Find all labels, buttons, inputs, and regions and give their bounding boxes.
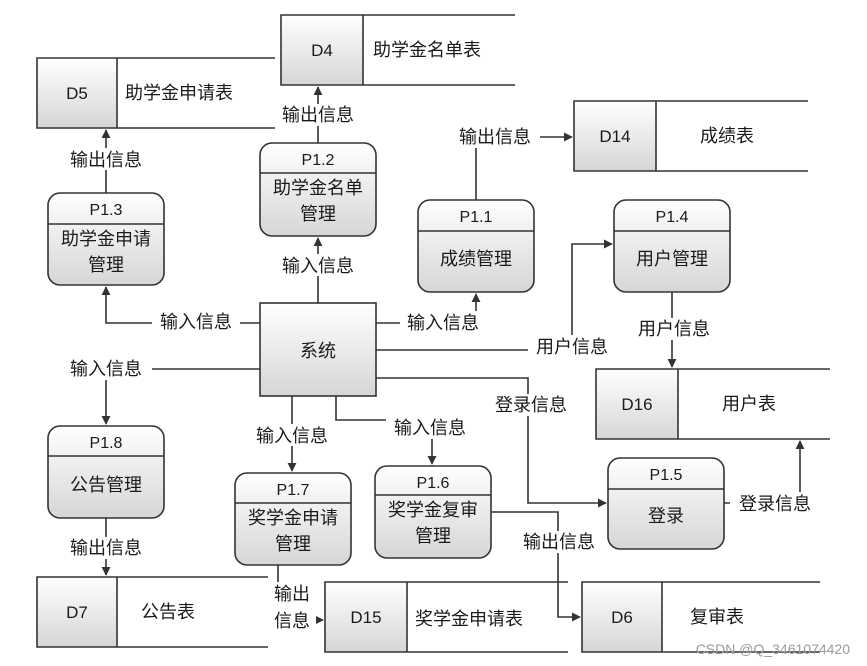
store-d15-name: 奖学金申请表 bbox=[415, 609, 523, 630]
process-p13-name-line2: 管理 bbox=[88, 255, 124, 276]
process-p17: P1.7 奖学金申请 管理 bbox=[234, 472, 352, 566]
process-p16: P1.6 奖学金复审 管理 bbox=[374, 465, 492, 559]
process-p16-name-line2: 管理 bbox=[415, 526, 451, 547]
flow-p12-d4-label: 输出信息 bbox=[282, 105, 354, 126]
store-d6-id: D6 bbox=[611, 608, 633, 627]
flow-p14-d16-label: 用户信息 bbox=[638, 319, 710, 340]
store-d15: D15 奖学金申请表 bbox=[324, 581, 568, 653]
flow-sys-p11-label: 输入信息 bbox=[407, 313, 479, 334]
store-d16-id: D16 bbox=[621, 395, 652, 414]
store-d7-id: D7 bbox=[66, 603, 88, 622]
process-p15-name: 登录 bbox=[648, 506, 684, 527]
flow-sys-p15-arrow bbox=[376, 377, 607, 508]
flow-sys-p16-label: 输入信息 bbox=[394, 418, 466, 439]
flow-p13-d5-label: 输出信息 bbox=[70, 150, 142, 171]
process-p12-name-line1: 助学金名单 bbox=[273, 178, 363, 199]
process-p17-name-line2: 管理 bbox=[275, 534, 311, 555]
process-p18-id: P1.8 bbox=[90, 435, 123, 452]
store-d4-name: 助学金名单表 bbox=[373, 40, 481, 61]
process-p11-name: 成绩管理 bbox=[440, 249, 512, 270]
store-d7-name: 公告表 bbox=[141, 602, 195, 623]
process-p13: P1.3 助学金申请 管理 bbox=[47, 192, 165, 286]
flow-p17-d15-label-line1: 输出 bbox=[274, 584, 310, 605]
flow-sys-p12-label: 输入信息 bbox=[282, 256, 354, 277]
process-p11-id: P1.1 bbox=[460, 209, 493, 226]
store-d16: D16 用户表 bbox=[595, 368, 830, 440]
process-p16-id: P1.6 bbox=[417, 475, 450, 492]
store-d5-name: 助学金申请表 bbox=[125, 83, 233, 104]
flow-sys-p18-label: 输入信息 bbox=[70, 359, 142, 380]
system-box: 系统 bbox=[259, 302, 377, 397]
process-p16-name-line1: 奖学金复审 bbox=[388, 500, 478, 521]
process-p13-id: P1.3 bbox=[90, 202, 123, 219]
watermark-text: CSDN @Q_3461074420 bbox=[696, 641, 851, 657]
store-d5-id: D5 bbox=[66, 84, 88, 103]
flow-p16-d6-label: 输出信息 bbox=[523, 532, 595, 553]
flow-p16-d6-arrow bbox=[491, 511, 581, 622]
process-p14-name: 用户管理 bbox=[636, 249, 708, 270]
store-d5: D5 助学金申请表 bbox=[36, 57, 275, 129]
store-d6: D6 复审表 bbox=[581, 581, 820, 653]
process-p18: P1.8 公告管理 bbox=[47, 425, 165, 519]
process-p15: P1.5 登录 bbox=[607, 457, 725, 550]
store-d4-id: D4 bbox=[311, 41, 333, 60]
flow-p15-d16-label: 登录信息 bbox=[739, 494, 811, 515]
store-d6-name: 复审表 bbox=[690, 607, 744, 628]
flow-sys-p14-label: 用户信息 bbox=[536, 337, 608, 358]
process-p17-id: P1.7 bbox=[277, 482, 310, 499]
process-p18-name: 公告管理 bbox=[70, 475, 142, 496]
process-p14: P1.4 用户管理 bbox=[613, 199, 731, 293]
store-d14-id: D14 bbox=[599, 127, 630, 146]
store-d15-id: D15 bbox=[350, 608, 381, 627]
flow-sys-p13-label: 输入信息 bbox=[160, 312, 232, 333]
flow-sys-p17-label: 输入信息 bbox=[256, 426, 328, 447]
process-p13-name-line1: 助学金申请 bbox=[61, 229, 151, 250]
process-p12: P1.2 助学金名单 管理 bbox=[259, 142, 377, 237]
store-d16-name: 用户表 bbox=[722, 394, 776, 415]
flow-sys-p16-arrow bbox=[335, 396, 437, 465]
process-p15-id: P1.5 bbox=[650, 467, 683, 484]
flow-sys-p15-label: 登录信息 bbox=[495, 395, 567, 416]
flow-sys-p14-arrow bbox=[376, 239, 613, 351]
flow-p17-d15-label-line2: 信息 bbox=[274, 611, 310, 632]
process-p14-id: P1.4 bbox=[656, 209, 689, 226]
process-p17-name-line1: 奖学金申请 bbox=[248, 508, 338, 529]
process-p11: P1.1 成绩管理 bbox=[417, 199, 535, 293]
store-d4: D4 助学金名单表 bbox=[280, 14, 515, 86]
store-d14-name: 成绩表 bbox=[700, 126, 754, 147]
flow-p11-d14-label: 输出信息 bbox=[459, 127, 531, 148]
process-p12-name-line2: 管理 bbox=[300, 204, 336, 225]
flow-p18-d7-label: 输出信息 bbox=[70, 538, 142, 559]
process-p12-id: P1.2 bbox=[302, 152, 335, 169]
store-d14: D14 成绩表 bbox=[573, 100, 808, 172]
store-d7: D7 公告表 bbox=[36, 576, 268, 648]
system-label: 系统 bbox=[300, 341, 336, 362]
